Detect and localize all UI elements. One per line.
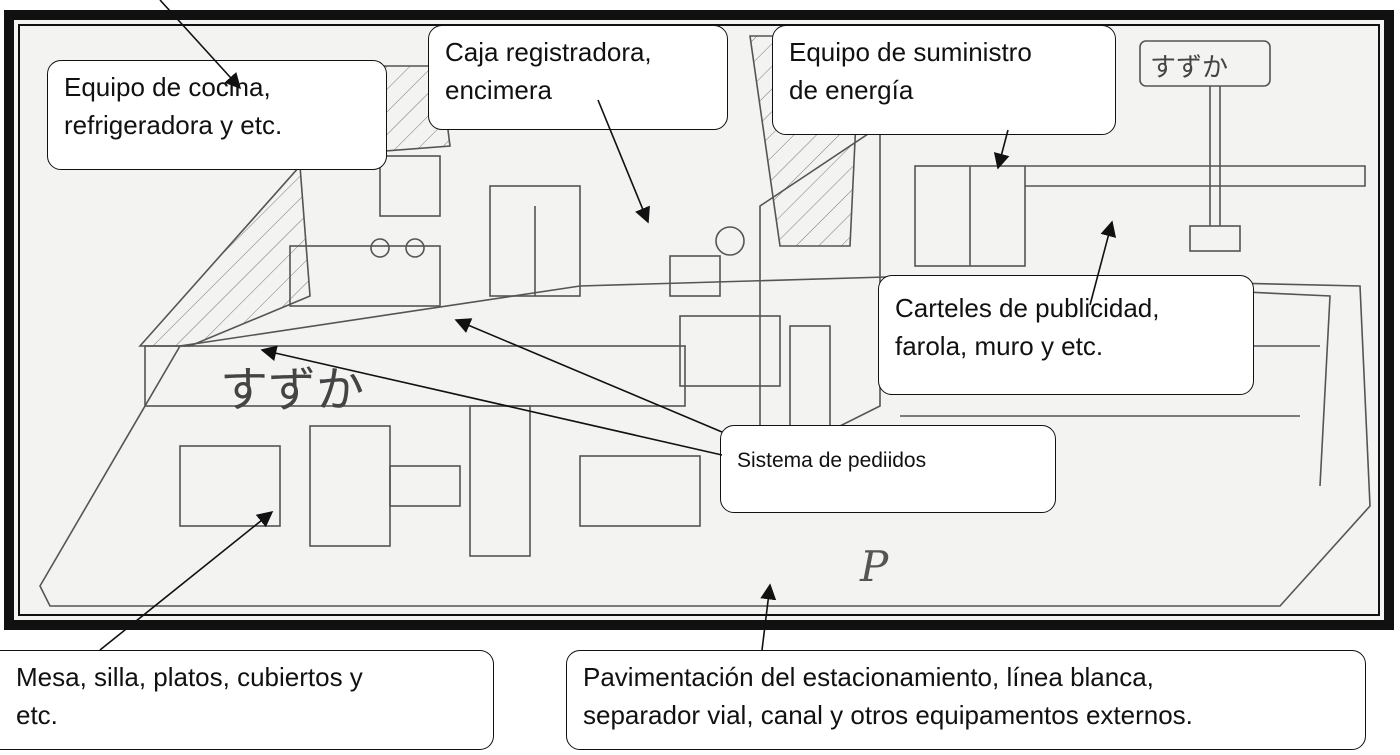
pole-sign-board [1139,40,1271,87]
stove-burner [370,238,390,258]
lot-outline [39,275,1371,607]
pole-sign-text: すずか [1150,53,1228,83]
pole-sign-base [1189,225,1241,252]
kitchen-cabinet [379,155,441,217]
cashier-head [715,226,745,256]
callout-table: Mesa, silla, platos, cubiertos y etc. [0,650,494,750]
dining-table [389,465,461,507]
booth-seat [469,405,531,557]
perimeter-wall [1025,165,1366,187]
kitchen-counter [289,245,441,307]
parking-mark: P [859,542,889,591]
callout-ads: Carteles de publicidad, farola, muro y e… [878,275,1254,395]
booth-seat [309,425,391,547]
cash-register [669,255,721,297]
callout-ordering: Sistema de pediidos [720,425,1056,513]
callout-parking: Pavimentación del estacionamiento, línea… [566,650,1366,750]
stove-burner [405,238,425,258]
callout-register: Caja registradora, encimera [428,25,728,130]
left-wall-hatch [138,164,311,347]
callout-energy: Equipo de suministro de energía [772,25,1116,135]
right-window [579,455,701,527]
store-sign-text: すずか [220,362,364,418]
register-counter [679,315,781,387]
callout-kitchen: Equipo de cocina, refrigeradora y etc. [47,60,387,170]
door [789,325,831,437]
left-window [179,445,281,527]
building-side [759,124,881,468]
